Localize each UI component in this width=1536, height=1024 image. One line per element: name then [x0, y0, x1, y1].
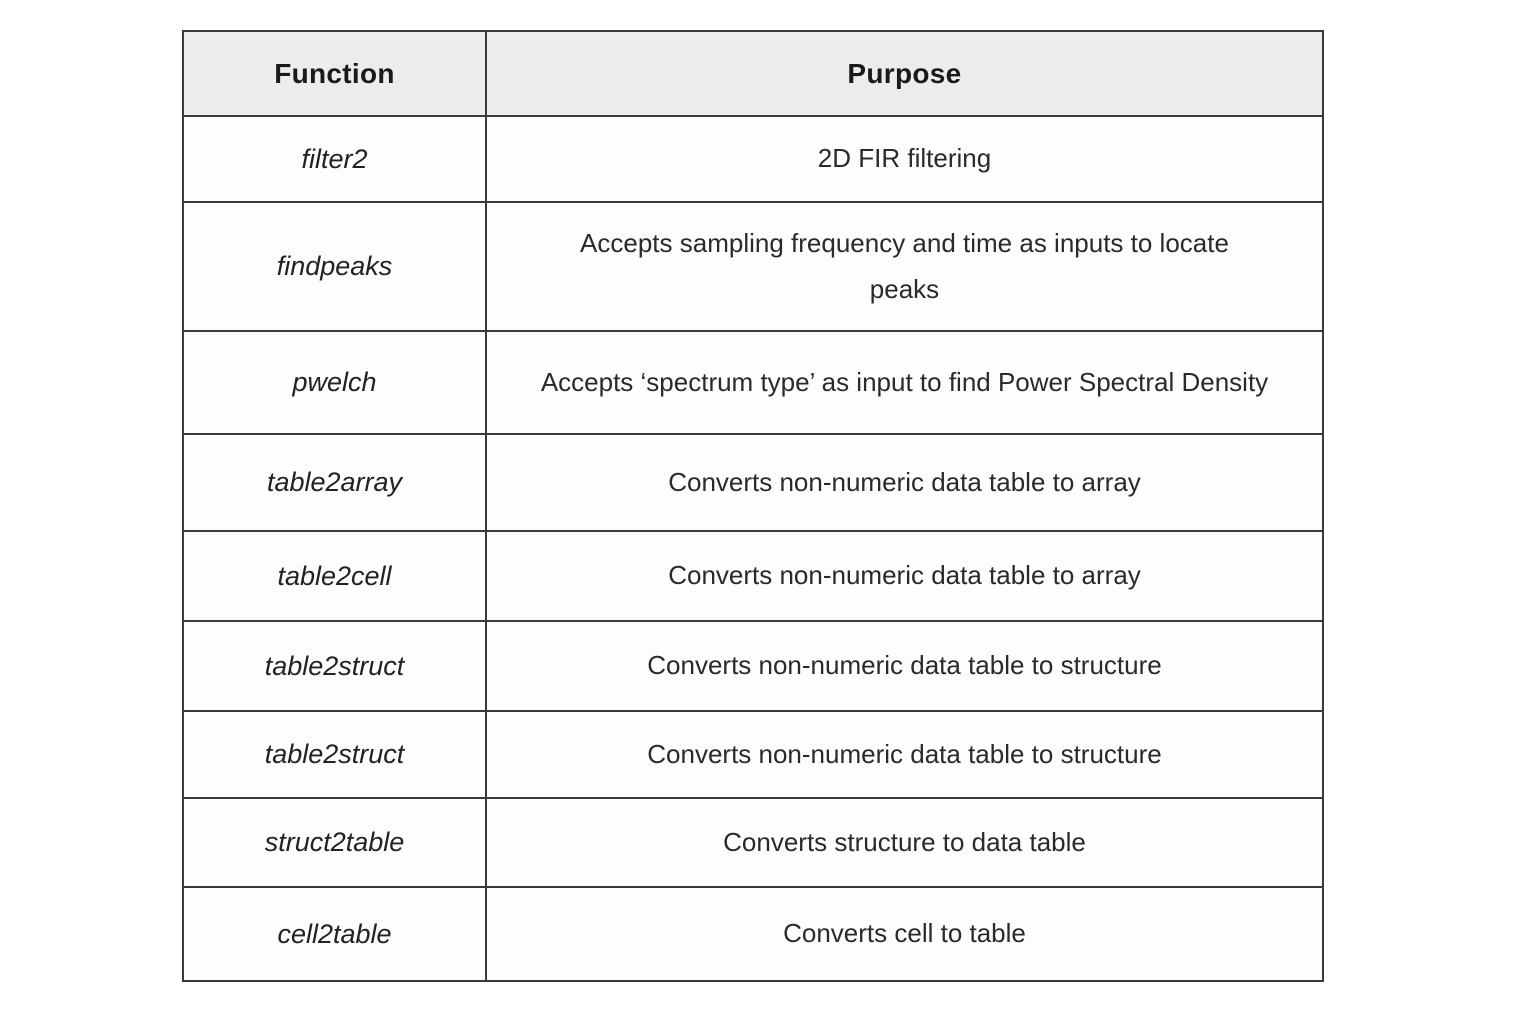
function-cell: pwelch — [182, 330, 487, 435]
function-cell: table2cell — [182, 530, 487, 622]
function-cell: filter2 — [182, 115, 487, 203]
purpose-cell: Converts non-numeric data table to array — [485, 433, 1324, 532]
function-purpose-table: Function Purpose filter2 2D FIR filterin… — [182, 30, 1324, 982]
purpose-cell: Accepts ‘spectrum type’ as input to find… — [485, 330, 1324, 435]
table-row: cell2table Converts cell to table — [182, 886, 1324, 982]
purpose-cell: 2D FIR filtering — [485, 115, 1324, 203]
function-cell: table2array — [182, 433, 487, 532]
purpose-cell: Accepts sampling frequency and time as i… — [485, 201, 1324, 332]
table-body: filter2 2D FIR filtering findpeaks Accep… — [182, 115, 1324, 982]
table-row: table2struct Converts non-numeric data t… — [182, 710, 1324, 799]
header-cell-purpose: Purpose — [485, 30, 1324, 117]
table-header: Function Purpose — [182, 30, 1324, 117]
table-row: table2cell Converts non-numeric data tab… — [182, 530, 1324, 622]
function-cell: cell2table — [182, 886, 487, 982]
header-cell-function: Function — [182, 30, 487, 117]
function-cell: struct2table — [182, 797, 487, 888]
function-cell: findpeaks — [182, 201, 487, 332]
purpose-cell: Converts non-numeric data table to struc… — [485, 620, 1324, 712]
table-row: findpeaks Accepts sampling frequency and… — [182, 201, 1324, 332]
table-row: table2struct Converts non-numeric data t… — [182, 620, 1324, 712]
purpose-cell: Converts structure to data table — [485, 797, 1324, 888]
function-cell: table2struct — [182, 710, 487, 799]
purpose-cell: Converts non-numeric data table to array — [485, 530, 1324, 622]
purpose-cell: Converts cell to table — [485, 886, 1324, 982]
table-row: table2array Converts non-numeric data ta… — [182, 433, 1324, 532]
header-row: Function Purpose — [182, 30, 1324, 117]
table-row: pwelch Accepts ‘spectrum type’ as input … — [182, 330, 1324, 435]
function-cell: table2struct — [182, 620, 487, 712]
purpose-cell: Converts non-numeric data table to struc… — [485, 710, 1324, 799]
table-row: filter2 2D FIR filtering — [182, 115, 1324, 203]
table-row: struct2table Converts structure to data … — [182, 797, 1324, 888]
